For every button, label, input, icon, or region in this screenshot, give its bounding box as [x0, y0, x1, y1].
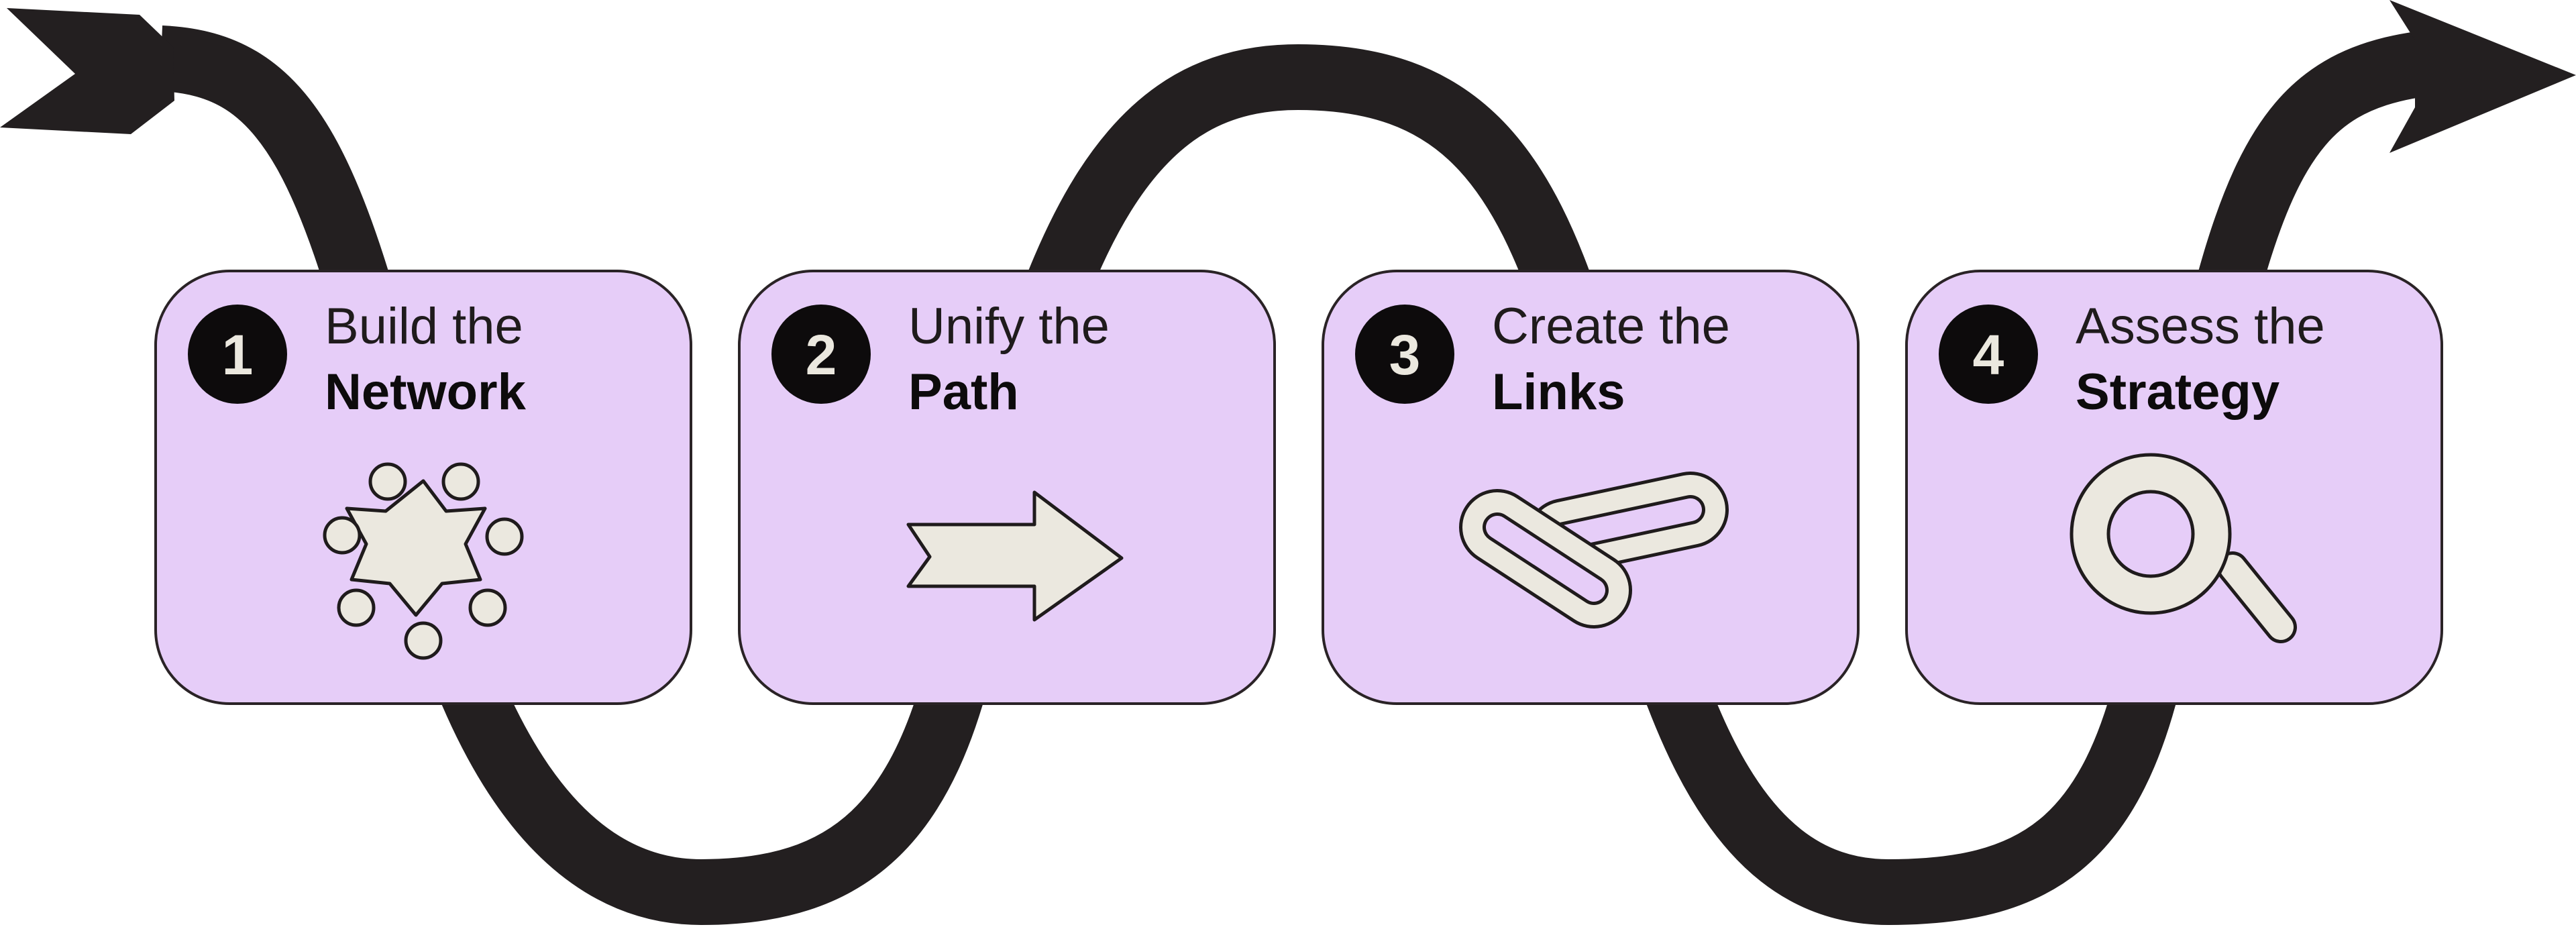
right-arrow-icon — [906, 490, 1124, 622]
team-network-icon — [323, 462, 524, 660]
magnifier-icon — [2070, 453, 2297, 643]
step-card-1: 1 Build the Network — [154, 270, 692, 705]
step-subtitle: Strategy — [2076, 364, 2279, 421]
step-number: 3 — [1389, 323, 1421, 386]
step-number: 2 — [806, 323, 837, 386]
step-subtitle: Network — [325, 364, 527, 421]
step-subtitle: Path — [908, 364, 1019, 421]
step-subtitle: Links — [1492, 364, 1625, 421]
step-number: 4 — [1973, 323, 2004, 386]
step-number: 1 — [222, 323, 254, 386]
chain-link-icon — [1459, 472, 1729, 629]
card-background — [738, 270, 1276, 705]
step-number-badge — [1355, 305, 1454, 404]
step-number-badge — [771, 305, 871, 404]
ribbon-arrowhead — [2390, 0, 2576, 153]
step-card-2: 2 Unify the Path — [738, 270, 1276, 705]
step-number-badge — [1939, 305, 2038, 404]
step-card-3: 3 Create the Links — [1322, 270, 1860, 705]
step-title: Create the — [1492, 298, 1730, 355]
step-title: Unify the — [908, 298, 1110, 355]
step-number-badge — [188, 305, 287, 404]
step-title: Build the — [325, 298, 523, 355]
step-title: Assess the — [2076, 298, 2325, 355]
card-background — [1322, 270, 1860, 705]
ribbon-tail — [0, 8, 174, 134]
step-card-4: 4 Assess the Strategy — [1905, 270, 2443, 705]
